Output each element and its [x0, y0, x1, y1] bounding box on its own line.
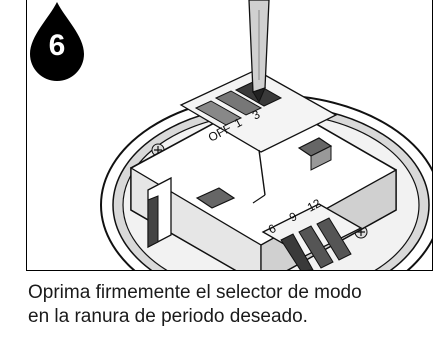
illustration-frame: OFF 1 3 6 9 12 6 — [26, 0, 433, 271]
timer-dial-illustration: OFF 1 3 6 9 12 — [100, 0, 432, 270]
step-number: 6 — [48, 29, 66, 62]
step-drop-icon — [30, 2, 84, 81]
caption-line-2: en la ranura de periodo deseado. — [28, 306, 308, 327]
instruction-caption: Oprima firmemente el selector de modo en… — [28, 281, 433, 329]
period-label-12: 12 — [305, 196, 324, 215]
caption-line-1: Oprima firmemente el selector de modo — [28, 282, 362, 303]
